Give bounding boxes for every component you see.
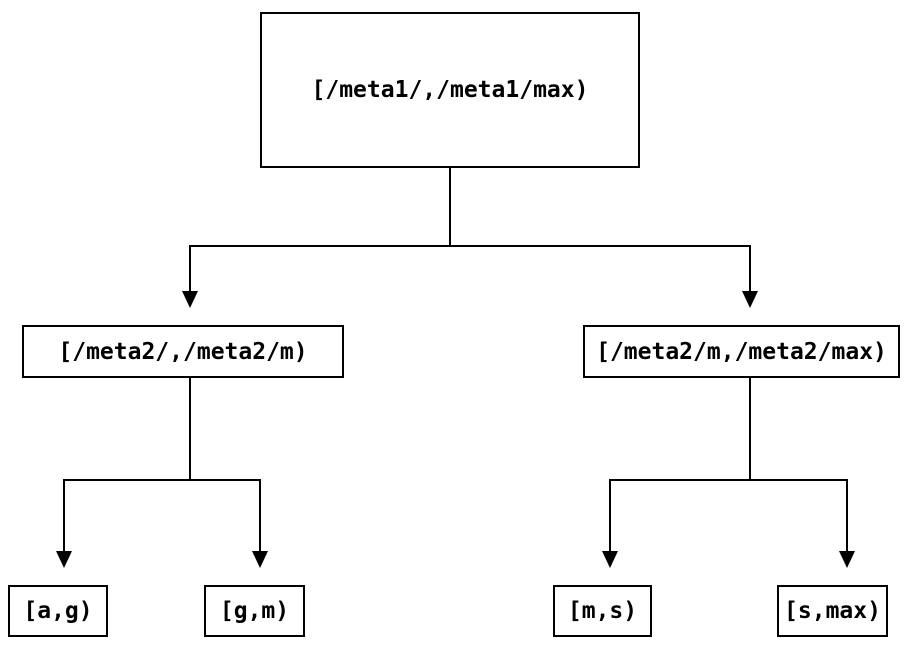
connector-left-bracket [63, 479, 261, 552]
node-leaf-smax: [s,max) [777, 585, 888, 637]
node-root: [/meta1/,/meta1/max) [260, 12, 640, 168]
node-mid-left: [/meta2/,/meta2/m) [22, 325, 344, 378]
node-root-label: [/meta1/,/meta1/max) [311, 77, 589, 103]
node-leaf-ms: [m,s) [553, 585, 652, 637]
node-leaf-gm-label: [g,m) [219, 598, 290, 624]
arrow-down-icon [182, 291, 198, 308]
node-leaf-ms-label: [m,s) [567, 598, 638, 624]
node-leaf-ag: [a,g) [8, 585, 108, 637]
arrow-down-icon [602, 551, 618, 568]
node-mid-left-label: [/meta2/,/meta2/m) [58, 338, 308, 365]
arrow-down-icon [839, 551, 855, 568]
arrow-down-icon [742, 291, 758, 308]
node-mid-right-label: [/meta2/m,/meta2/max) [596, 338, 887, 365]
connector-right-bracket [609, 479, 848, 552]
node-leaf-gm: [g,m) [204, 585, 305, 637]
arrow-down-icon [252, 551, 268, 568]
node-leaf-ag-label: [a,g) [23, 598, 93, 624]
node-mid-right: [/meta2/m,/meta2/max) [583, 325, 900, 378]
arrow-down-icon [56, 551, 72, 568]
connector-root-bracket [189, 245, 751, 292]
node-leaf-smax-label: [s,max) [784, 598, 881, 624]
